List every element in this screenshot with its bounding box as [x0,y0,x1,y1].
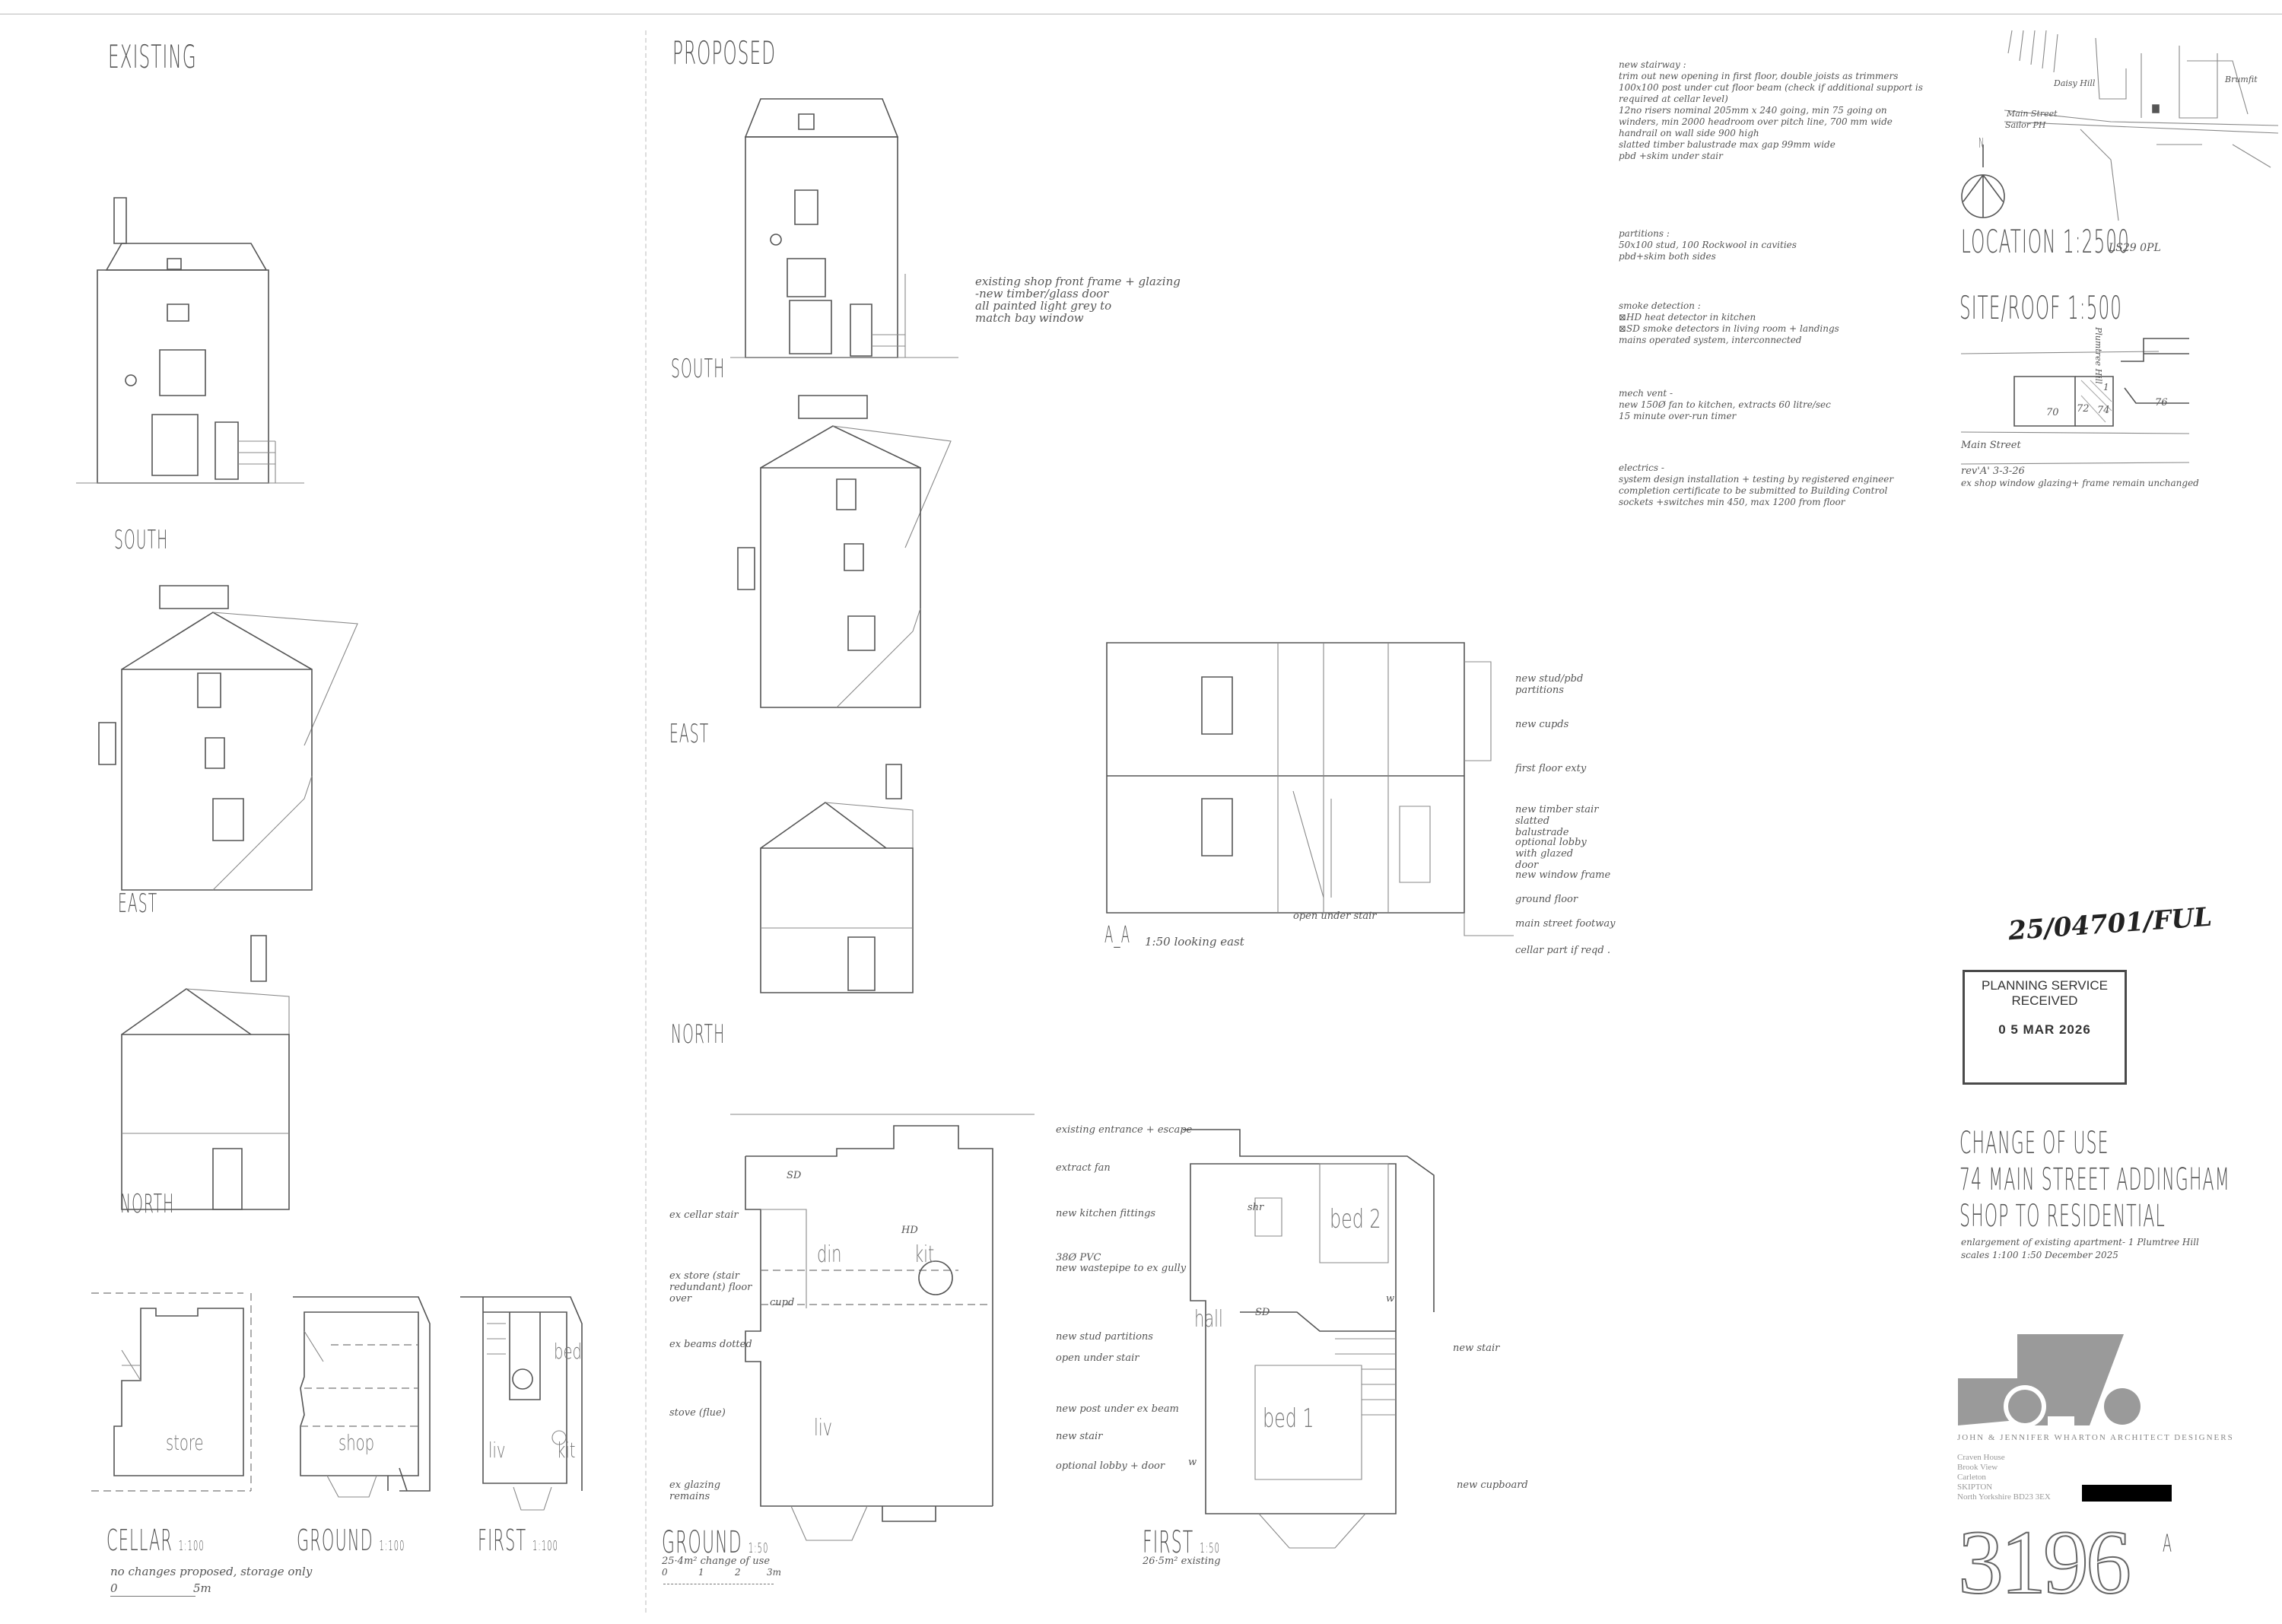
first-area-note: 26·5m² existing [1143,1556,1221,1567]
project-title-line1: CHANGE OF USE [1959,1126,2109,1161]
project-title-line2: 74 MAIN STREET ADDINGHAM [1959,1162,2230,1197]
map-label-daisy-hill: Daisy Hill [2054,78,2096,88]
location-title: LOCATION 1:2500 [1961,223,2130,260]
practice-address: Craven House Brook View Carleton SKIPTON… [1957,1453,2051,1502]
section-aa-drawing [1103,639,1514,958]
existing-heading: EXISTING [108,38,197,75]
site-roof-title: SITE/ROOF 1:500 [1959,289,2123,326]
map-label-brumfit: Brumfit [2225,75,2258,84]
notes-mech-vent: mech vent - new 150Ø fan to kitchen, ext… [1619,388,1831,421]
column-divider-left [645,30,647,1613]
site-plan-drawing [1961,335,2204,472]
room-label-shr: shr [1247,1202,1264,1213]
project-subtitle-2: scales 1:100 1:50 December 2025 [1961,1250,2118,1260]
existing-ground-plan [293,1293,445,1506]
section-open-under-stair: open under stair [1293,911,1377,922]
proposed-south-elevation [730,68,974,358]
site-plot-1: 1 [2103,382,2109,392]
room-label-store: store [166,1430,204,1455]
existing-south-elevation [76,190,319,510]
notes-smoke-detection: smoke detection : ⊠HD heat detector in k… [1619,300,1839,345]
cellar-scale-bar [110,1596,195,1597]
planning-received-stamp: PLANNING SERVICE RECEIVED 0 5 MAR 2026 [1963,970,2127,1085]
location-map [2004,23,2278,198]
existing-east-label: EAST [118,888,158,919]
proposed-ground-plan [730,1111,1035,1537]
room-label-kit-ground: kit [914,1241,935,1268]
site-plot-76: 76 [2155,397,2168,408]
existing-ground-plan-title: GROUND 1:100 [297,1524,405,1557]
room-label-bed: bed [554,1339,582,1364]
room-label-liv: liv [488,1438,506,1463]
room-label-cupd: cupd [770,1297,795,1308]
site-side-label: Plumtree Hill [2093,327,2103,384]
first-right-annotation-stair: new stair [1453,1343,1500,1354]
drawing-revision: A [2163,1529,2173,1558]
north-label: N [1978,135,1985,151]
room-label-bed-2: bed 2 [1330,1204,1381,1235]
proposed-east-elevation [723,380,981,707]
site-plot-70: 70 [2046,407,2059,418]
ground-area-note: 25·4m² change of use [662,1556,771,1567]
cellar-scale-end: 5m [193,1581,211,1595]
section-aa-title: A_A [1104,922,1131,949]
room-label-din: din [817,1241,842,1268]
existing-south-label: SOUTH [114,525,169,555]
cellar-plan-note: no changes proposed, storage only [110,1565,313,1578]
proposed-first-plan [1183,1118,1441,1544]
room-label-bed-1: bed 1 [1263,1403,1314,1434]
application-reference: 25/04701/FUL [2007,901,2214,947]
room-label-kit: kit [557,1438,576,1463]
section-aa-subtitle: 1:50 looking east [1145,935,1244,949]
drawing-number: 3196 [1957,1511,2132,1613]
practice-name: JOHN & JENNIFER WHARTON ARCHITECT DESIGN… [1957,1433,2234,1442]
site-plot-74: 74 [2097,405,2110,416]
marker-hd: HD [901,1225,918,1236]
marker-sd-ground: SD [787,1170,802,1181]
existing-cellar-plan [91,1293,274,1491]
site-plot-72: 72 [2077,403,2090,415]
cellar-plan-title: CELLAR 1:100 [106,1524,205,1557]
existing-east-elevation [76,548,365,890]
first-right-annotation-cupboard: new cupboard [1457,1479,1528,1491]
map-label-main-street: Main Street [2007,109,2058,119]
marker-sd-first: SD [1255,1307,1270,1318]
room-label-w-2: w [1188,1457,1197,1468]
notes-partitions: partitions : 50x100 stud, 100 Rockwool i… [1619,228,1797,262]
proposed-heading: PROPOSED [672,34,777,72]
notes-electrics: electrics - system design installation +… [1619,462,1894,507]
existing-first-plan-title: FIRST 1:100 [478,1524,559,1557]
location-postcode: LS29 0PL [2109,242,2161,254]
project-subtitle-1: enlargement of existing apartment- 1 Plu… [1961,1237,2199,1247]
proposed-first-plan-title: FIRST 1:50 [1143,1525,1221,1560]
site-revision: rev'A' 3-3-26 [1961,466,2025,477]
project-title-line3: SHOP TO RESIDENTIAL [1959,1199,2166,1234]
existing-north-label: NORTH [120,1189,175,1219]
existing-first-plan [460,1293,628,1514]
proposed-north-label: NORTH [671,1019,726,1050]
proposed-ground-plan-title: GROUND 1:50 [662,1525,769,1560]
existing-north-elevation [114,928,312,1217]
jw-logo [1958,1334,2141,1428]
proposed-south-label: SOUTH [671,354,726,384]
ground-scale-bar: 0 1 2 3m [662,1567,783,1597]
room-label-liv-ground: liv [814,1415,833,1441]
notes-new-stairway: new stairway : trim out new opening in f… [1619,59,1923,161]
site-street-label: Main Street [1961,440,2021,451]
cellar-scale-start: 0 [110,1581,118,1595]
site-revision-note: ex shop window glazing+ frame remain unc… [1961,478,2199,488]
room-label-shop: shop [338,1430,375,1455]
north-arrow-icon [1959,145,2012,221]
proposed-south-note: existing shop front frame + glazing -new… [975,275,1181,325]
proposed-east-label: EAST [669,719,710,749]
map-label-sailor-ph: Sailor PH [2005,120,2046,130]
room-label-w-1: w [1386,1293,1395,1305]
redaction-bar [2082,1485,2172,1502]
room-label-hall: hall [1194,1306,1223,1333]
proposed-north-elevation [753,761,951,996]
